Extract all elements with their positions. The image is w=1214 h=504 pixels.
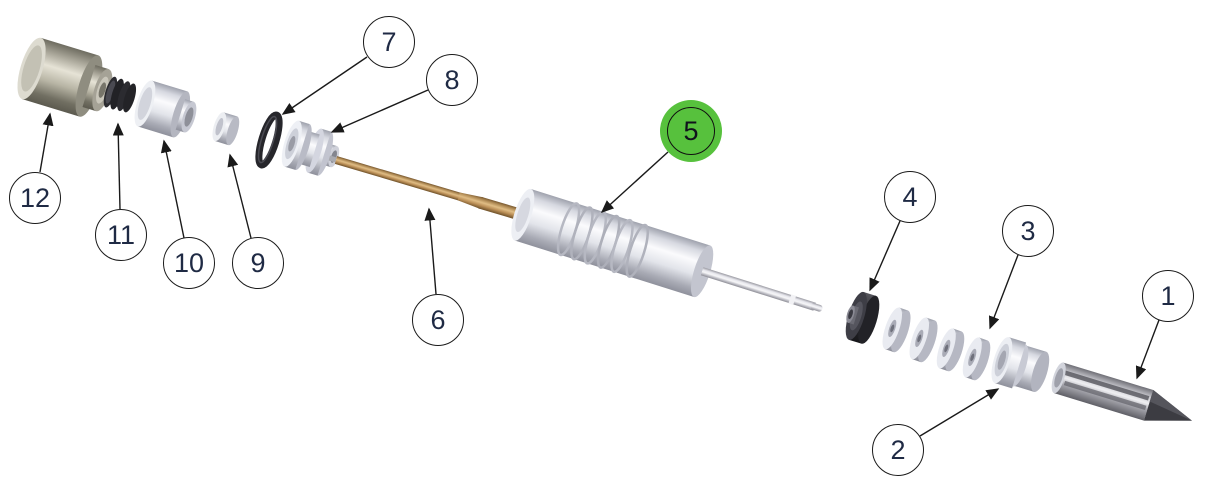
part-9-spacer-ring-illustration <box>212 112 240 146</box>
part-8-spool-fitting-illustration <box>281 120 340 176</box>
balloon-number: 5 <box>683 115 699 146</box>
balloon-number: 1 <box>1160 280 1176 311</box>
leader-line-8 <box>330 89 429 133</box>
callout-balloon-9[interactable]: 9 <box>232 237 284 289</box>
callout-balloon-7[interactable]: 7 <box>363 16 415 68</box>
callout-balloon-3[interactable]: 3 <box>1002 205 1054 257</box>
callout-balloon-5-highlighted[interactable]: 5 <box>660 100 722 162</box>
leader-line-3 <box>988 254 1019 330</box>
part-5-body-illustration <box>511 188 823 312</box>
balloon-number: 11 <box>106 219 136 250</box>
part-4-seal-washer-illustration <box>845 291 880 344</box>
leader-lines <box>39 56 1160 437</box>
leader-line-7 <box>281 56 368 115</box>
leader-line-1 <box>1135 319 1160 380</box>
balloon-number: 3 <box>1020 215 1036 246</box>
part-7-o-ring-illustration <box>255 111 283 169</box>
balloon-number: 12 <box>19 182 51 213</box>
callout-balloon-12[interactable]: 12 <box>9 172 61 224</box>
callout-balloon-10[interactable]: 10 <box>163 237 215 289</box>
part-3-washer-illustration <box>882 307 911 353</box>
leader-line-10 <box>160 139 185 239</box>
callout-balloon-4[interactable]: 4 <box>884 171 936 223</box>
leader-line-12 <box>39 112 54 173</box>
balloon-number: 9 <box>250 247 266 278</box>
part-10-bushing-illustration <box>134 80 197 138</box>
leader-line-11 <box>112 122 124 210</box>
callout-balloon-8[interactable]: 8 <box>426 54 478 106</box>
callout-balloon-6[interactable]: 6 <box>412 294 464 346</box>
callout-balloon-11[interactable]: 11 <box>95 209 147 261</box>
leader-line-5 <box>600 151 669 214</box>
balloon-number: 6 <box>430 304 446 335</box>
balloon-number: 2 <box>890 434 906 465</box>
part-3-washer-illustration <box>909 317 938 363</box>
part-3-washer-illustration <box>936 328 965 372</box>
leader-line-4 <box>869 220 901 292</box>
part-11-seal-rings-illustration <box>103 76 137 113</box>
part-3-washer-illustration <box>962 337 991 381</box>
callout-balloon-1[interactable]: 1 <box>1142 270 1194 322</box>
callout-balloon-2[interactable]: 2 <box>872 424 924 476</box>
leader-line-9 <box>227 153 252 239</box>
part-12-end-cap-illustration <box>17 37 113 117</box>
balloon-number: 10 <box>173 247 205 278</box>
part-1-fluted-tip-illustration <box>1051 362 1193 421</box>
part-2-retaining-cup-illustration <box>991 337 1050 393</box>
balloon-number: 4 <box>902 181 918 212</box>
leader-line-2 <box>919 388 1000 437</box>
balloon-number: 7 <box>381 26 397 57</box>
balloon-number: 8 <box>444 64 460 95</box>
balloon-number-highlighted: 5 <box>667 107 715 155</box>
leader-line-6 <box>424 207 437 295</box>
